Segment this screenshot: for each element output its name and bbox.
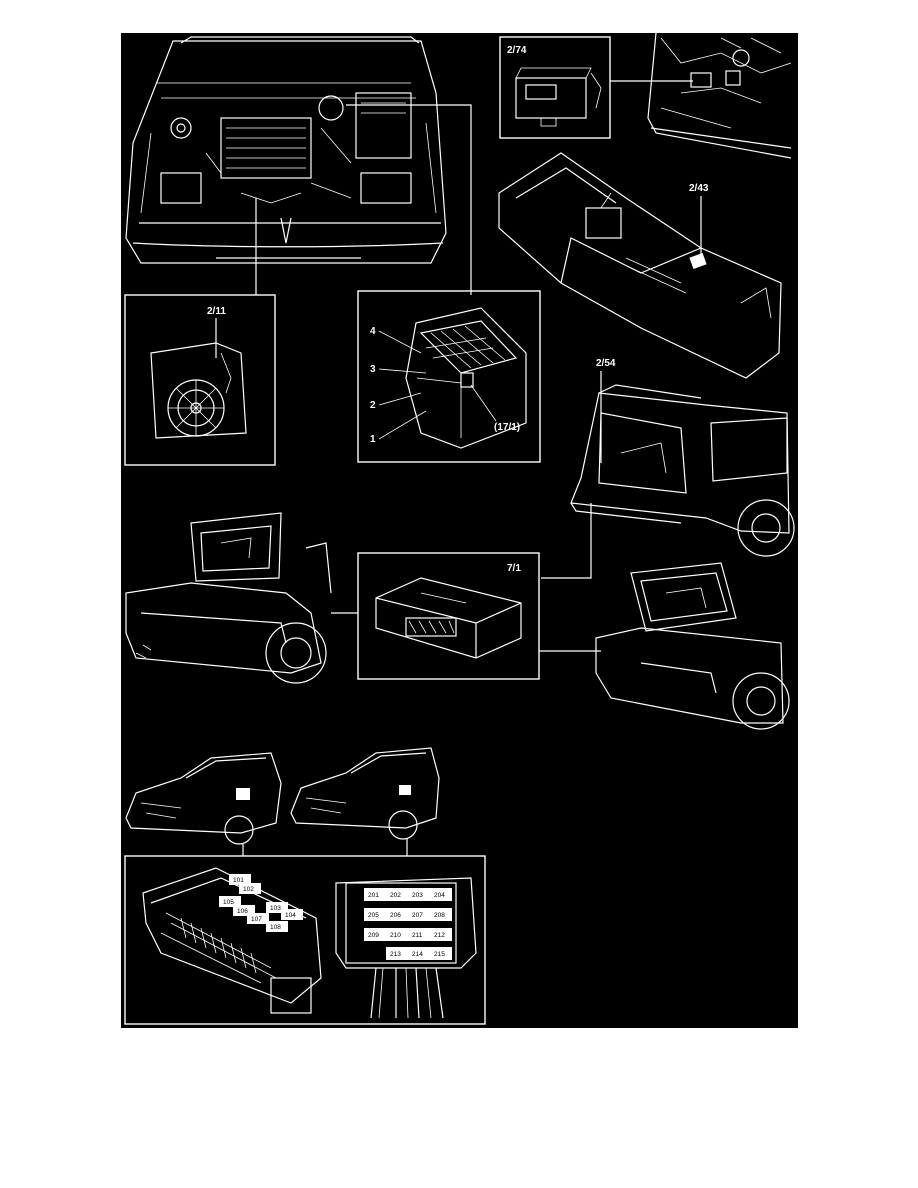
sedan-trunk-left-illustration xyxy=(125,512,332,684)
fuse-214: 214 xyxy=(412,951,423,958)
fuse-101: 101 xyxy=(233,877,244,884)
fuse-212: 212 xyxy=(434,932,445,939)
fuse-205: 205 xyxy=(368,912,379,919)
fuse-211: 211 xyxy=(412,932,423,939)
sedan-trunk-right-illustration xyxy=(595,562,790,730)
fuse-104: 104 xyxy=(285,912,296,919)
fuse-102: 102 xyxy=(243,886,254,893)
engine-compartment-illustration xyxy=(125,36,447,264)
fuse-204: 204 xyxy=(434,892,445,899)
callout-17-1: (17/1) xyxy=(494,422,520,433)
connector-line xyxy=(255,104,472,295)
fusebox-position-3: 3 xyxy=(370,364,376,375)
sedan-front-illustration xyxy=(125,752,282,845)
fuse-103: 103 xyxy=(270,905,281,912)
connector-line xyxy=(541,503,592,579)
fusebox-position-2: 2 xyxy=(370,400,376,411)
fuse-203: 203 xyxy=(412,892,423,899)
fuse-105: 105 xyxy=(223,899,234,906)
relay-2-74-inset: 2/74 xyxy=(499,36,611,139)
fuse-207: 207 xyxy=(412,912,423,919)
fuse-202: 202 xyxy=(390,892,401,899)
callout-2-11: 2/11 xyxy=(207,306,226,317)
module-7-1-inset: 7/1 xyxy=(357,552,540,680)
coupe-front-illustration xyxy=(290,747,440,840)
callout-2-74: 2/74 xyxy=(507,45,527,56)
fuse-block-b-labels: 201 202 203 204 205 206 207 208 209 210 … xyxy=(364,888,452,960)
fuse-213: 213 xyxy=(390,951,401,958)
fuse-201: 201 xyxy=(368,892,379,899)
callout-2-54: 2/54 xyxy=(596,358,616,369)
fusebox-position-4: 4 xyxy=(370,326,376,337)
fuse-box-position-labels: 4 3 2 1 xyxy=(370,326,427,445)
fuse-107: 107 xyxy=(251,916,262,923)
estate-cargo-illustration: 2/54 xyxy=(570,358,795,557)
relay-fuse-block-inset: 101 102 103 104 105 106 107 108 201 202 … xyxy=(124,855,486,1025)
fuse-209: 209 xyxy=(368,932,379,939)
fuse-206: 206 xyxy=(390,912,401,919)
relay-2-11-inset: 2/11 xyxy=(124,294,276,466)
callout-7-1: 7/1 xyxy=(507,563,521,574)
fuse-106: 106 xyxy=(237,908,248,915)
fuse-box-inset: 4 3 2 1 (17/1) xyxy=(357,290,541,463)
fuse-215: 215 xyxy=(434,951,445,958)
dash-detail-illustration xyxy=(647,33,792,159)
fuse-108: 108 xyxy=(270,924,281,931)
fuse-block-a-labels: 101 102 103 104 105 106 107 108 xyxy=(219,874,303,932)
component-location-diagram: 2/74 2/43 2/11 xyxy=(121,33,798,1028)
fuse-210: 210 xyxy=(390,932,401,939)
diagram-canvas: 2/74 2/43 2/11 xyxy=(124,33,795,1025)
fusebox-position-1: 1 xyxy=(370,434,376,445)
fuse-208: 208 xyxy=(434,912,445,919)
callout-2-43: 2/43 xyxy=(689,183,709,194)
center-console-illustration: 2/43 xyxy=(498,152,782,379)
